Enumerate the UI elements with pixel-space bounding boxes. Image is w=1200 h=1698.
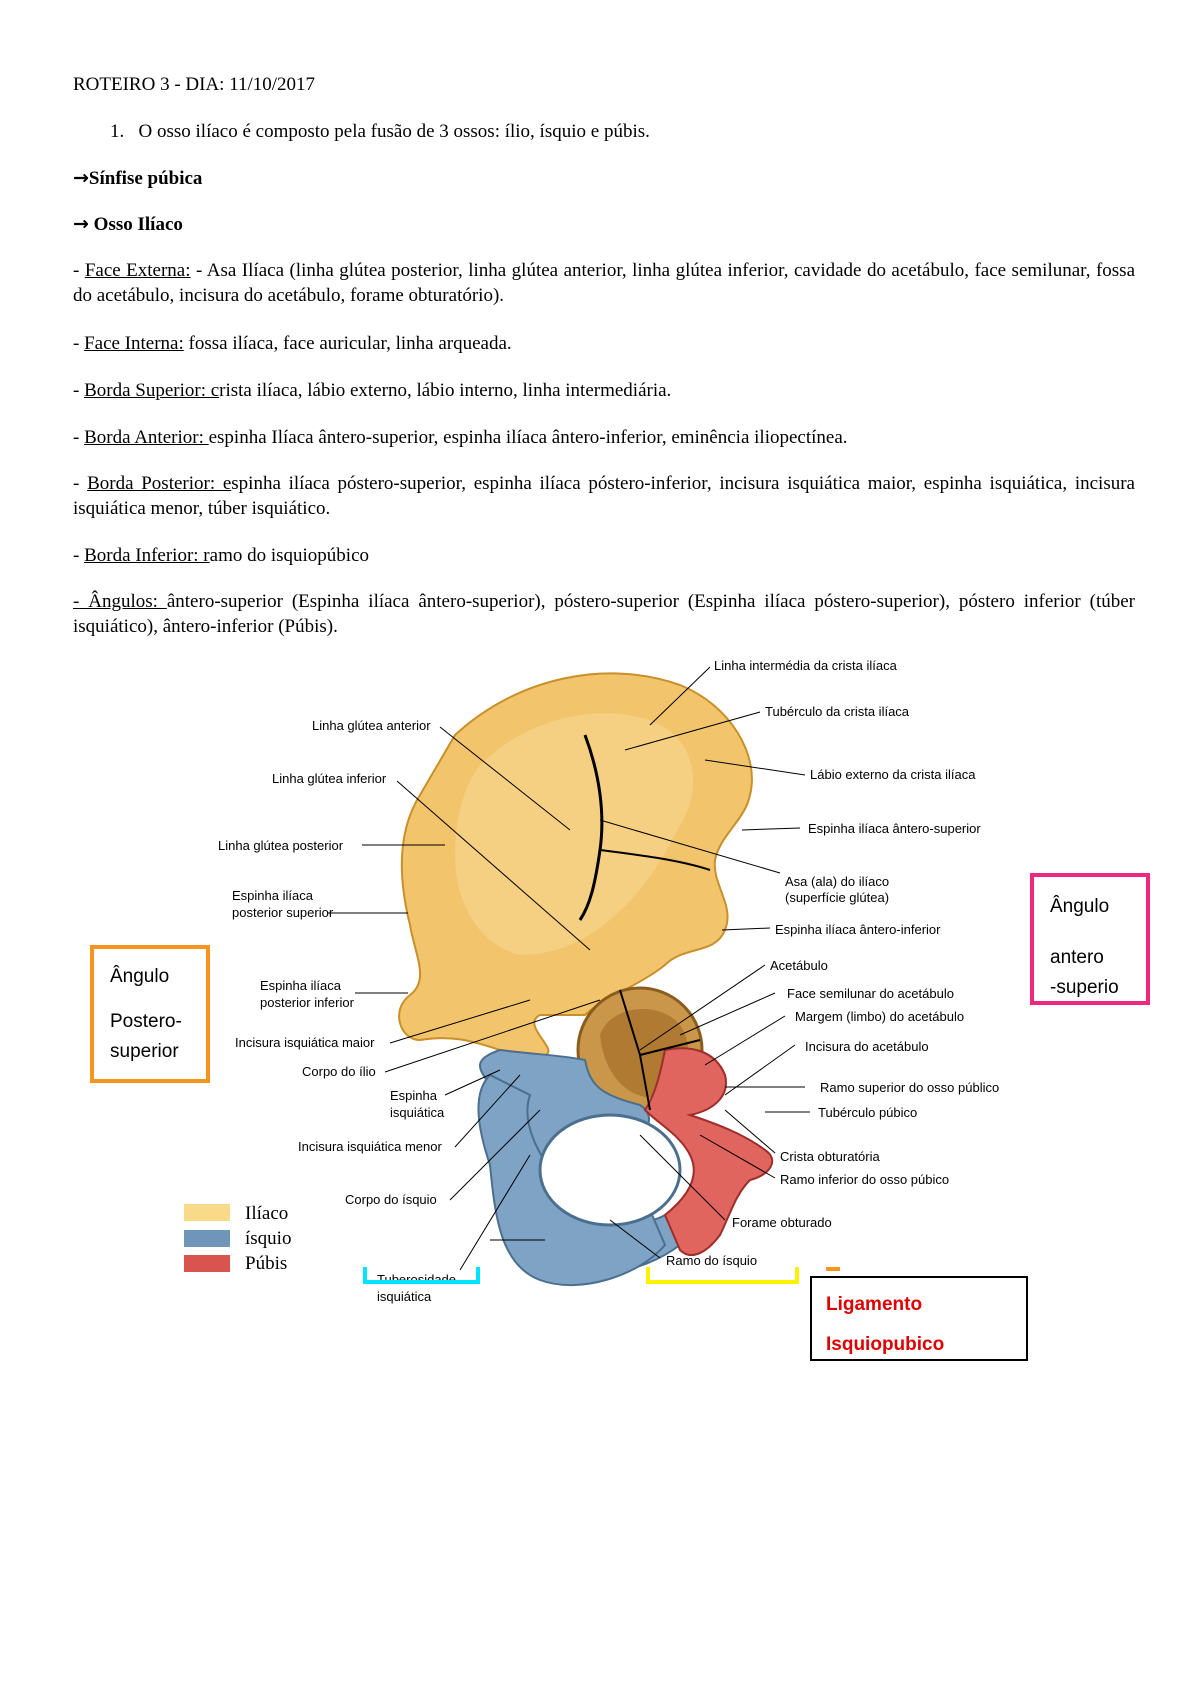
item-face-externa: - Face Externa: - Asa Ilíaca (linha glút… <box>73 260 1136 306</box>
item-angulos: - Ângulos: ântero-superior (Espinha ilía… <box>73 591 1135 637</box>
label-borda-anterior: Borda Anterior: <box>84 427 209 448</box>
leader-lines-right <box>599 666 810 1259</box>
section-sinfise: →Sínfise púbica <box>73 166 1135 191</box>
item-borda-posterior: - Borda Posterior: espinha ilíaca póster… <box>73 473 1135 519</box>
item-borda-superior: - Borda Superior: crista ilíaca, lábio e… <box>73 380 672 401</box>
label-linha-glutea-inferior: Linha glútea inferior <box>272 771 387 786</box>
label-tuberosidade-1: Tuberosidade <box>377 1272 456 1287</box>
hip-bone-diagram: Linha glútea anterior Linha glútea infer… <box>90 658 1150 1361</box>
orange-mark <box>826 1267 840 1271</box>
arrow-icon: → <box>73 167 89 189</box>
label-crista-obturatoria: Crista obturatória <box>780 1149 880 1164</box>
label-borda-posterior: Borda Posterior: e <box>87 473 232 494</box>
label-tuberculo-pubico: Tubérculo púbico <box>818 1105 917 1120</box>
label-incisura-maior: Incisura isquiática maior <box>235 1035 375 1050</box>
label-corpo-ilio: Corpo do ílio <box>302 1064 376 1079</box>
item-text: O osso ilíaco é composto pela fusão de 3… <box>138 121 650 142</box>
legend-swatch-isquio <box>184 1230 230 1247</box>
ligamento-line-2: Isquiopubico <box>826 1334 944 1355</box>
label-asa-iliaco-2: (superfície glútea) <box>785 890 889 905</box>
box-anterior-line-1: Ângulo <box>1050 895 1109 917</box>
arrow-icon: → <box>73 213 89 235</box>
acetabulum-sutures <box>619 989 701 1111</box>
label-espinha-isquiatica-1: Espinha <box>390 1088 438 1103</box>
label-acetabulo: Acetábulo <box>770 958 828 973</box>
label-espinha-iliaca-pi-2: posterior inferior <box>260 995 355 1010</box>
leader-lines-left <box>328 726 601 1271</box>
yellow-bracket <box>646 1267 799 1284</box>
label-espinha-isquiatica-2: isquiática <box>390 1105 445 1120</box>
label-espinha-iliaca-pi-1: Espinha ilíaca <box>260 978 342 993</box>
pubis-shape <box>643 1047 774 1256</box>
legend-label-iliaco: Ilíaco <box>245 1203 288 1224</box>
label-labio-externo: Lábio externo da crista ilíaca <box>810 767 976 782</box>
numbered-item-1: 1. O osso ilíaco é composto pela fusão d… <box>110 119 1130 144</box>
box-posterior-line-2: Postero- <box>110 1011 182 1032</box>
label-tuberosidade-2: isquiática <box>377 1289 432 1304</box>
box-posterior-line-1: Ângulo <box>110 965 169 987</box>
cyan-bracket <box>363 1267 480 1284</box>
label-angulos: - Ângulos: <box>73 591 167 612</box>
item-number: 1. <box>110 121 125 142</box>
label-ramo-superior: Ramo superior do osso público <box>820 1080 999 1095</box>
gluteal-line-anterior <box>599 849 711 871</box>
label-ramo-isquio: Ramo do ísquio <box>666 1253 757 1268</box>
label-margem-limbo: Margem (limbo) do acetábulo <box>795 1009 964 1024</box>
label-espinha-iliaca-ps-2: posterior superior <box>232 905 334 920</box>
box-posterior-line-3: superior <box>110 1041 179 1062</box>
document-title: ROTEIRO 3 - DIA: 11/10/2017 <box>73 74 316 95</box>
legend: Ilíaco ísquio Púbis <box>184 1203 291 1274</box>
label-forame-obturado: Forame obturado <box>732 1215 832 1230</box>
label-face-interna: Face Interna: <box>84 333 184 354</box>
label-tuberculo-crista: Tubérculo da crista ilíaca <box>765 704 910 719</box>
annotation-box-ligamento: Ligamento Isquiopubico <box>810 1276 1028 1361</box>
section-osso-iliaco: → Osso Ilíaco <box>73 212 1135 237</box>
label-eiai: Espinha ilíaca ântero-inferior <box>775 922 941 937</box>
item-borda-anterior: - Borda Anterior: espinha Ilíaca ântero-… <box>73 427 848 448</box>
item-face-interna: - Face Interna: fossa ilíaca, face auric… <box>73 333 512 354</box>
ilium-gluteal-surface <box>455 713 694 955</box>
label-face-externa: Face Externa: <box>84 260 191 281</box>
legend-label-pubis: Púbis <box>245 1253 287 1274</box>
section-osso-label: Osso Ilíaco <box>93 214 183 235</box>
label-linha-glutea-posterior: Linha glútea posterior <box>218 838 344 853</box>
legend-label-isquio: ísquio <box>245 1228 291 1249</box>
obturator-foramen <box>538 1113 682 1227</box>
label-eias: Espinha ilíaca ântero-superior <box>808 821 981 836</box>
label-linha-intermedia: Linha intermédia da crista ilíaca <box>714 658 898 673</box>
item-borda-inferior: - Borda Inferior: ramo do isquiopúbico <box>73 545 370 566</box>
label-linha-glutea-anterior: Linha glútea anterior <box>312 718 431 733</box>
annotation-box-postero-superior: Ângulo Postero- superior <box>90 945 210 1083</box>
box-anterior-line-3: -superio <box>1050 977 1119 998</box>
label-face-semilunar: Face semilunar do acetábulo <box>787 986 954 1001</box>
annotation-box-antero-superior: Ângulo antero -superio <box>1030 873 1150 1005</box>
label-asa-iliaco-1: Asa (ala) do ilíaco <box>785 874 889 889</box>
label-espinha-iliaca-ps-1: Espinha ilíaca <box>232 888 314 903</box>
label-incisura-acetabulo: Incisura do acetábulo <box>805 1039 929 1054</box>
label-borda-inferior: Borda Inferior: r <box>84 545 210 566</box>
label-borda-superior: Borda Superior: c <box>84 380 220 401</box>
ligamento-line-1: Ligamento <box>826 1294 922 1315</box>
legend-swatch-iliaco <box>184 1204 230 1221</box>
label-ramo-inferior: Ramo inferior do osso púbico <box>780 1172 949 1187</box>
section-sinfise-label: Sínfise púbica <box>88 168 203 189</box>
legend-swatch-pubis <box>184 1255 230 1272</box>
label-corpo-isquio: Corpo do ísquio <box>345 1192 437 1207</box>
label-incisura-menor: Incisura isquiática menor <box>298 1139 442 1154</box>
box-anterior-line-2: antero <box>1050 947 1104 968</box>
